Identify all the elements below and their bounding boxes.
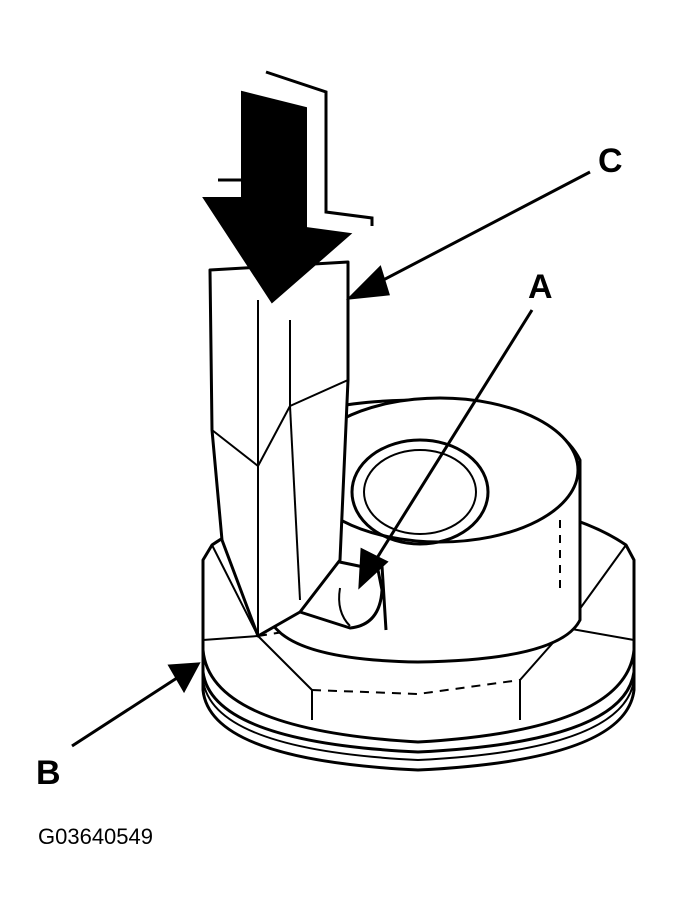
nut-hex-face-bottom-right: [565, 627, 635, 641]
chisel-facet-right: [289, 405, 301, 601]
force-arrow: [202, 70, 374, 304]
chisel: [208, 260, 350, 638]
label-b: B: [36, 754, 61, 792]
label-a: A: [528, 268, 553, 306]
leader-a-arrowhead: [358, 547, 389, 590]
nut-hex-face-right: [519, 544, 627, 720]
stake-notch-edge: [380, 565, 388, 631]
nut-bore: [363, 449, 477, 535]
leader-b-line: [71, 674, 181, 748]
leader-b-arrowhead: [167, 662, 201, 694]
leader-arrows: [71, 170, 591, 748]
stake-notch-inner: [338, 587, 351, 627]
force-arrow-outline-left: [218, 178, 246, 188]
nut-hex-face-bottom-left: [202, 635, 259, 641]
nut-bore-rim: [350, 438, 490, 546]
label-c: C: [598, 142, 623, 180]
chisel-body: [208, 260, 350, 638]
nut-hex-face-left: [211, 544, 313, 720]
nut-hex-face-lower: [311, 679, 521, 695]
nut-flange-groove: [201, 671, 636, 754]
leader-a-line: [370, 309, 534, 567]
figure-code: G03640549: [38, 824, 153, 849]
leader-c-line: [367, 170, 591, 290]
force-arrow-outline: [265, 70, 374, 226]
force-arrow-shaft: [202, 90, 353, 304]
leader-c-arrowhead: [345, 265, 390, 300]
nut-flange-groove-2: [202, 679, 635, 761]
